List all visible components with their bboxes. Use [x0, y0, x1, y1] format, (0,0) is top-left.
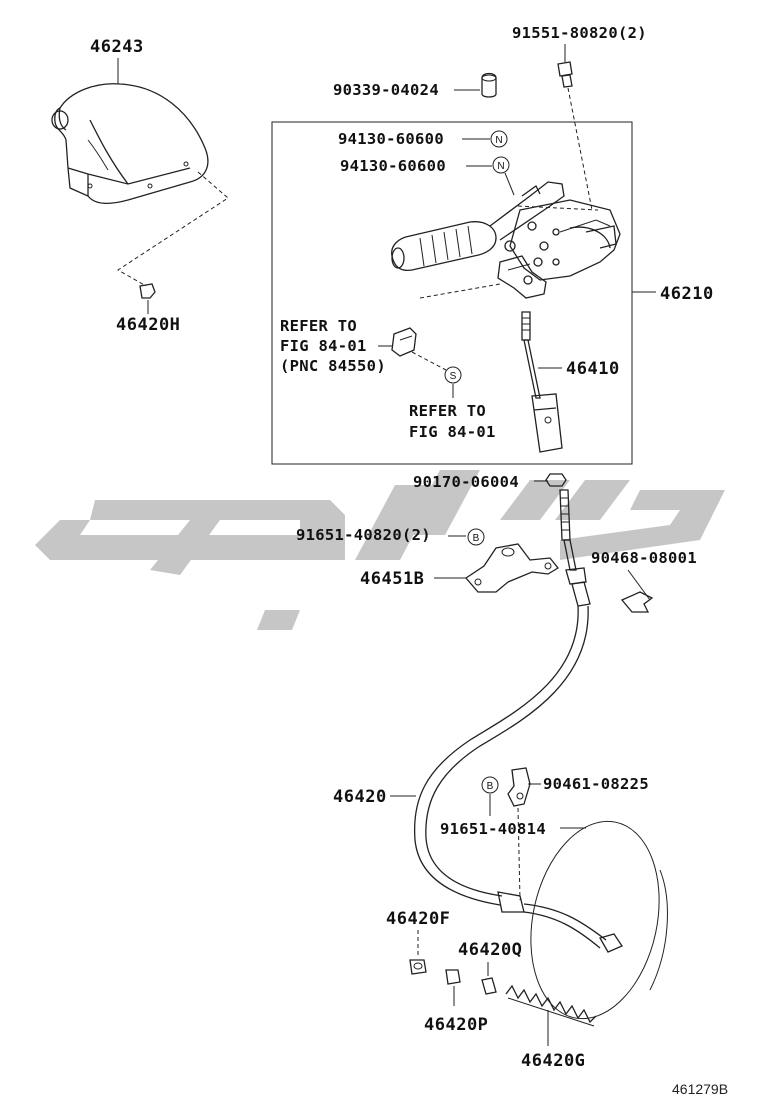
- dashed-link-cover: [117, 171, 229, 287]
- label-90468-08001: 90468-08001: [591, 549, 697, 567]
- label-90170-06004: 90170-06004: [413, 473, 519, 491]
- clip-90461[interactable]: [507, 767, 531, 807]
- label-46210: 46210: [660, 284, 714, 304]
- label-94130-60600-a: 94130-60600: [338, 130, 444, 148]
- lever-assembly-46210[interactable]: [391, 181, 621, 299]
- label-46420F: 46420F: [386, 909, 450, 929]
- label-90339-04024: 90339-04024: [333, 81, 439, 99]
- clip-46420Q[interactable]: [481, 977, 497, 995]
- label-46243: 46243: [90, 37, 144, 57]
- marker-B-1: B: [467, 528, 485, 546]
- nut-46420F[interactable]: [409, 959, 427, 975]
- label-46420H: 46420H: [116, 315, 180, 335]
- bolt-91551[interactable]: [557, 61, 573, 88]
- rod-46410[interactable]: [521, 311, 563, 453]
- watermark-logo: [35, 470, 725, 630]
- assembly-box: [271, 121, 633, 465]
- bracket-46451B[interactable]: [465, 543, 559, 593]
- dashed-clip-link: [517, 807, 521, 901]
- cable-end-threaded[interactable]: [559, 489, 591, 607]
- label-91651-40820: 91651-40820(2): [296, 526, 431, 544]
- marker-N-1: N: [490, 130, 508, 148]
- clip-46420H[interactable]: [139, 283, 156, 299]
- label-46420: 46420: [333, 787, 387, 807]
- svg-text:B: B: [473, 533, 480, 544]
- cap-46420P[interactable]: [445, 969, 461, 985]
- brake-drum-outline: [530, 820, 668, 1020]
- svg-text:S: S: [450, 371, 457, 382]
- svg-text:N: N: [495, 135, 502, 146]
- label-46420Q: 46420Q: [458, 940, 522, 960]
- clip-90468[interactable]: [620, 591, 654, 613]
- refer-1-line-3: (PNC 84550): [280, 357, 386, 375]
- nut-90170[interactable]: [545, 473, 567, 487]
- label-91551-80820: 91551-80820(2): [512, 24, 647, 42]
- leader-94130-to-lever: [504, 172, 515, 196]
- dashed-lever-bolt: [517, 205, 599, 211]
- dashed-bolt-link: [567, 87, 593, 211]
- label-91651-40814: 91651-40814: [440, 820, 546, 838]
- spring-46420G[interactable]: [505, 984, 597, 1027]
- refer-1-line-1: REFER TO: [280, 317, 357, 335]
- label-94130-60600-b: 94130-60600: [340, 157, 446, 175]
- refer-2-line-2: FIG 84-01: [409, 423, 496, 441]
- svg-text:N: N: [497, 161, 504, 172]
- label-90461-08225: 90461-08225: [543, 775, 649, 793]
- label-46451B: 46451B: [360, 569, 424, 589]
- dashed-lever-refer: [419, 283, 501, 299]
- refer-2-line-1: REFER TO: [409, 402, 486, 420]
- figure-code: 461279B: [672, 1081, 728, 1097]
- label-46410: 46410: [566, 359, 620, 379]
- switch-part[interactable]: [391, 327, 417, 357]
- label-46420G: 46420G: [521, 1051, 585, 1071]
- refer-1-line-2: FIG 84-01: [280, 337, 367, 355]
- marker-S: S: [444, 366, 462, 384]
- marker-N-2: N: [492, 156, 510, 174]
- cap-90339[interactable]: [481, 72, 497, 98]
- svg-text:B: B: [487, 781, 494, 792]
- marker-B-2: B: [481, 776, 499, 794]
- label-46420P: 46420P: [424, 1015, 488, 1035]
- dashed-switch-link: [411, 351, 447, 371]
- cover-46243[interactable]: [51, 83, 209, 204]
